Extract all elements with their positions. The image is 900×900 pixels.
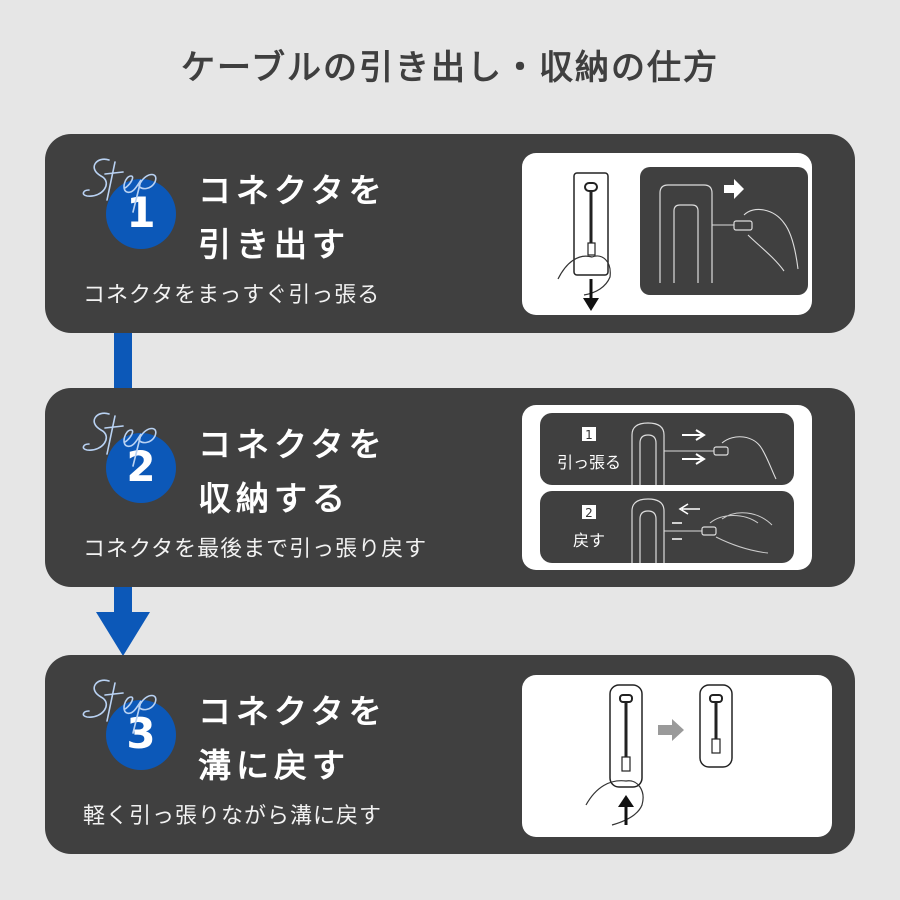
pull-connector-illustration-icon <box>557 167 808 311</box>
substep-number: 1 <box>585 428 593 442</box>
step-description: 軽く引っ張りながら溝に戻す <box>83 804 383 829</box>
step-card-1: 1 コネクタを 引き出す コネクタをまっすぐ引っ張る <box>45 134 855 333</box>
step-badge: 1 <box>79 150 179 250</box>
heading-line-1: コネクタを <box>198 692 387 731</box>
step-badge: 3 <box>79 671 179 771</box>
step-heading: コネクタを 引き出す <box>198 164 387 272</box>
page-title: ケーブルの引き出し・収納の仕方 <box>181 48 719 88</box>
step-illustration-panel <box>522 153 812 315</box>
step-number: 1 <box>126 188 156 237</box>
step-script-label-icon <box>82 679 157 734</box>
push-into-groove-illustration-icon <box>585 684 733 826</box>
step-heading: コネクタを 溝に戻す <box>198 685 387 793</box>
step-description: コネクタを最後まで引っ張り戻す <box>83 537 428 562</box>
step-badge: 2 <box>79 404 179 504</box>
substep-label: 引っ張る <box>557 453 621 472</box>
substep-number: 2 <box>585 506 593 520</box>
step-illustration-panel: 1 引っ張る 2 戻す <box>522 405 812 570</box>
step-card-3: 3 コネクタを 溝に戻す 軽く引っ張りながら溝に戻す <box>45 655 855 854</box>
step-heading: コネクタを 収納する <box>198 418 387 526</box>
step-description: コネクタをまっすぐ引っ張る <box>83 283 381 308</box>
step-number-circle <box>106 433 176 503</box>
step-number-circle <box>106 179 176 249</box>
heading-line-2: 溝に戻す <box>198 746 350 785</box>
heading-line-2: 引き出す <box>198 225 350 264</box>
down-arrow-icon <box>96 612 150 656</box>
heading-line-1: コネクタを <box>198 425 387 464</box>
step-illustration-panel <box>522 675 832 837</box>
step-card-2: 2 コネクタを 収納する コネクタを最後まで引っ張り戻す 1 引っ張る 2 戻す <box>45 388 855 587</box>
flow-connector-2-3 <box>114 585 132 615</box>
step-script-label-icon <box>82 412 157 467</box>
substep-label: 戻す <box>573 531 605 550</box>
step-number: 2 <box>126 442 156 491</box>
heading-line-1: コネクタを <box>198 171 387 210</box>
heading-line-2: 収納する <box>198 479 350 518</box>
step-number: 3 <box>126 709 156 758</box>
pull-return-illustration-icon: 1 引っ張る 2 戻す <box>540 413 794 563</box>
flow-connector-1-2 <box>114 330 132 390</box>
step-script-label-icon <box>82 158 157 213</box>
step-number-circle <box>106 700 176 770</box>
